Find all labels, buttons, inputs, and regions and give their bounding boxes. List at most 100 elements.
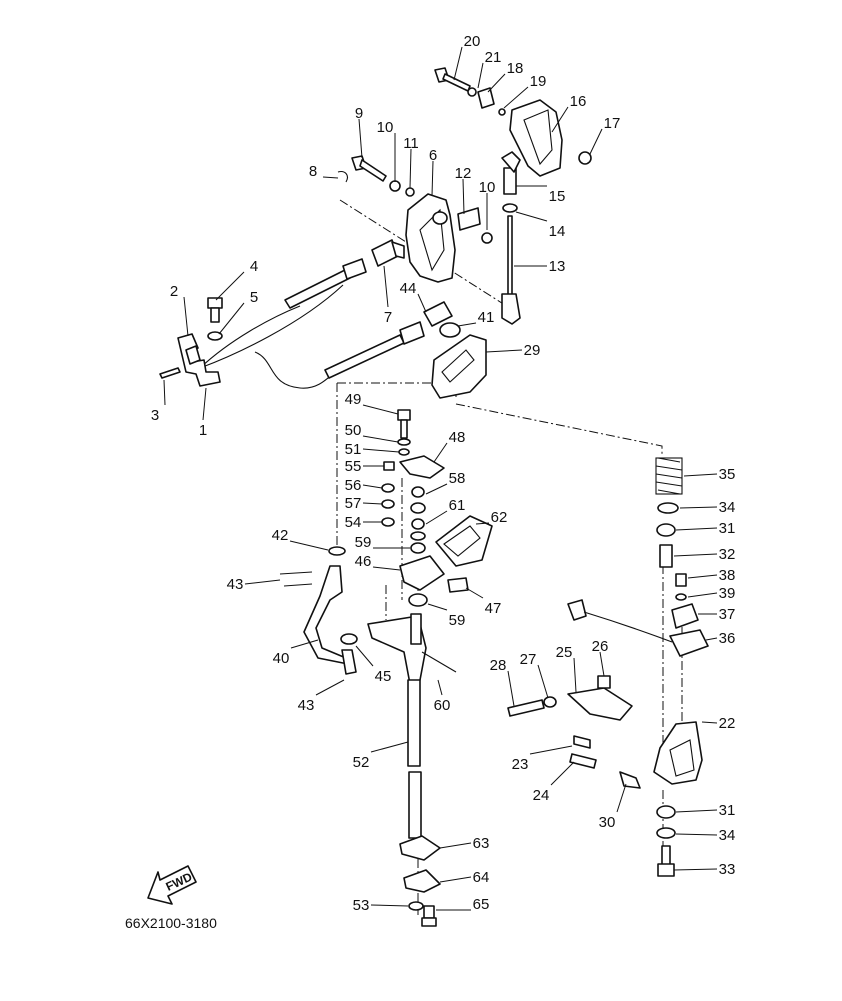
callout-30: 30 xyxy=(599,814,616,831)
callout-31: 31 xyxy=(719,520,736,537)
leader-line-20 xyxy=(453,46,463,81)
callout-2: 2 xyxy=(170,283,178,300)
callout-29: 29 xyxy=(524,342,541,359)
callout-4: 4 xyxy=(250,258,258,275)
leader-line-60 xyxy=(437,679,443,696)
leader-line-17 xyxy=(589,128,603,155)
cable-joint-7 xyxy=(371,239,405,267)
callout-65: 65 xyxy=(473,896,490,913)
callout-56: 56 xyxy=(345,477,362,494)
callout-10: 10 xyxy=(479,179,496,196)
leader-line-4 xyxy=(215,271,245,301)
callout-63: 63 xyxy=(473,835,490,852)
callout-58: 58 xyxy=(449,470,466,487)
callout-60: 60 xyxy=(434,697,451,714)
callout-labels: 1234567891010111213141516171819202122232… xyxy=(151,33,736,914)
shift-rod-52 xyxy=(367,613,457,927)
callout-11: 11 xyxy=(403,135,419,152)
callout-25: 25 xyxy=(556,644,573,661)
leader-line-57 xyxy=(362,502,383,505)
callout-18: 18 xyxy=(507,60,524,77)
callout-8: 8 xyxy=(309,163,317,180)
leader-line-8 xyxy=(322,176,339,179)
callout-34: 34 xyxy=(719,499,736,516)
leader-line-59 xyxy=(427,603,448,611)
center-stack xyxy=(328,409,493,607)
leader-line-23 xyxy=(529,745,573,755)
leader-line-36 xyxy=(705,637,718,641)
leader-line-27 xyxy=(537,664,549,699)
plate-25 xyxy=(507,675,633,769)
callout-32: 32 xyxy=(719,546,736,563)
callout-7: 7 xyxy=(384,309,392,326)
leader-line-32 xyxy=(673,553,718,557)
leader-line-47 xyxy=(465,587,484,599)
callout-46: 46 xyxy=(355,553,372,570)
callout-57: 57 xyxy=(345,495,362,512)
callout-62: 62 xyxy=(491,509,508,526)
leader-line-43 xyxy=(315,679,345,696)
leader-line-31 xyxy=(675,809,718,813)
callout-55: 55 xyxy=(345,458,362,475)
leader-line-44 xyxy=(417,293,427,313)
callout-13: 13 xyxy=(549,258,566,275)
leader-line-25 xyxy=(573,657,577,693)
shift-lever-40 xyxy=(279,565,358,675)
callout-45: 45 xyxy=(375,668,392,685)
callout-36: 36 xyxy=(719,630,736,647)
leader-line-34 xyxy=(675,833,718,836)
callout-64: 64 xyxy=(473,869,490,886)
callout-22: 22 xyxy=(719,715,736,732)
leader-line-14 xyxy=(515,211,548,222)
callout-27: 27 xyxy=(520,651,537,668)
leader-line-50 xyxy=(362,435,399,443)
fwd-direction-icon: FWD xyxy=(147,865,197,905)
callout-14: 14 xyxy=(549,223,566,240)
leader-line-42 xyxy=(289,540,329,551)
callout-43: 43 xyxy=(227,576,244,593)
callout-59: 59 xyxy=(355,534,372,551)
callout-10: 10 xyxy=(377,119,394,136)
callout-39: 39 xyxy=(719,585,736,602)
callout-6: 6 xyxy=(429,147,437,164)
callout-53: 53 xyxy=(353,897,370,914)
leader-line-56 xyxy=(362,484,383,489)
callout-47: 47 xyxy=(485,600,502,617)
callout-31: 31 xyxy=(719,802,736,819)
leader-line-38 xyxy=(687,574,718,579)
leader-line-43 xyxy=(244,579,281,585)
leader-line-6 xyxy=(431,160,434,197)
leader-line-63 xyxy=(439,842,472,849)
leader-line-46 xyxy=(372,566,401,571)
callout-15: 15 xyxy=(549,188,566,205)
lower-fasteners-right xyxy=(656,805,676,877)
callout-52: 52 xyxy=(353,754,370,771)
callout-38: 38 xyxy=(719,567,736,584)
leader-line-7 xyxy=(383,265,389,308)
spring-35 xyxy=(655,457,683,568)
leader-line-24 xyxy=(550,761,575,786)
callout-42: 42 xyxy=(272,527,289,544)
collar-41 xyxy=(423,301,461,338)
callout-23: 23 xyxy=(512,756,529,773)
leader-line-26 xyxy=(599,651,605,677)
callout-49: 49 xyxy=(345,391,362,408)
callout-61: 61 xyxy=(449,497,466,514)
control-lever xyxy=(405,193,481,283)
callout-5: 5 xyxy=(250,289,258,306)
leader-line-1 xyxy=(202,387,207,421)
callout-26: 26 xyxy=(592,638,609,655)
callout-21: 21 xyxy=(485,49,502,66)
callout-16: 16 xyxy=(570,93,587,110)
callout-48: 48 xyxy=(449,429,466,446)
callout-9: 9 xyxy=(355,105,363,122)
callout-43: 43 xyxy=(298,697,315,714)
leader-line-45 xyxy=(355,645,374,667)
leader-line-61 xyxy=(425,510,448,525)
callout-34: 34 xyxy=(719,827,736,844)
callout-37: 37 xyxy=(719,606,736,623)
leader-line-33 xyxy=(673,868,718,871)
callout-54: 54 xyxy=(345,514,362,531)
cable-holder-bracket xyxy=(159,333,221,387)
